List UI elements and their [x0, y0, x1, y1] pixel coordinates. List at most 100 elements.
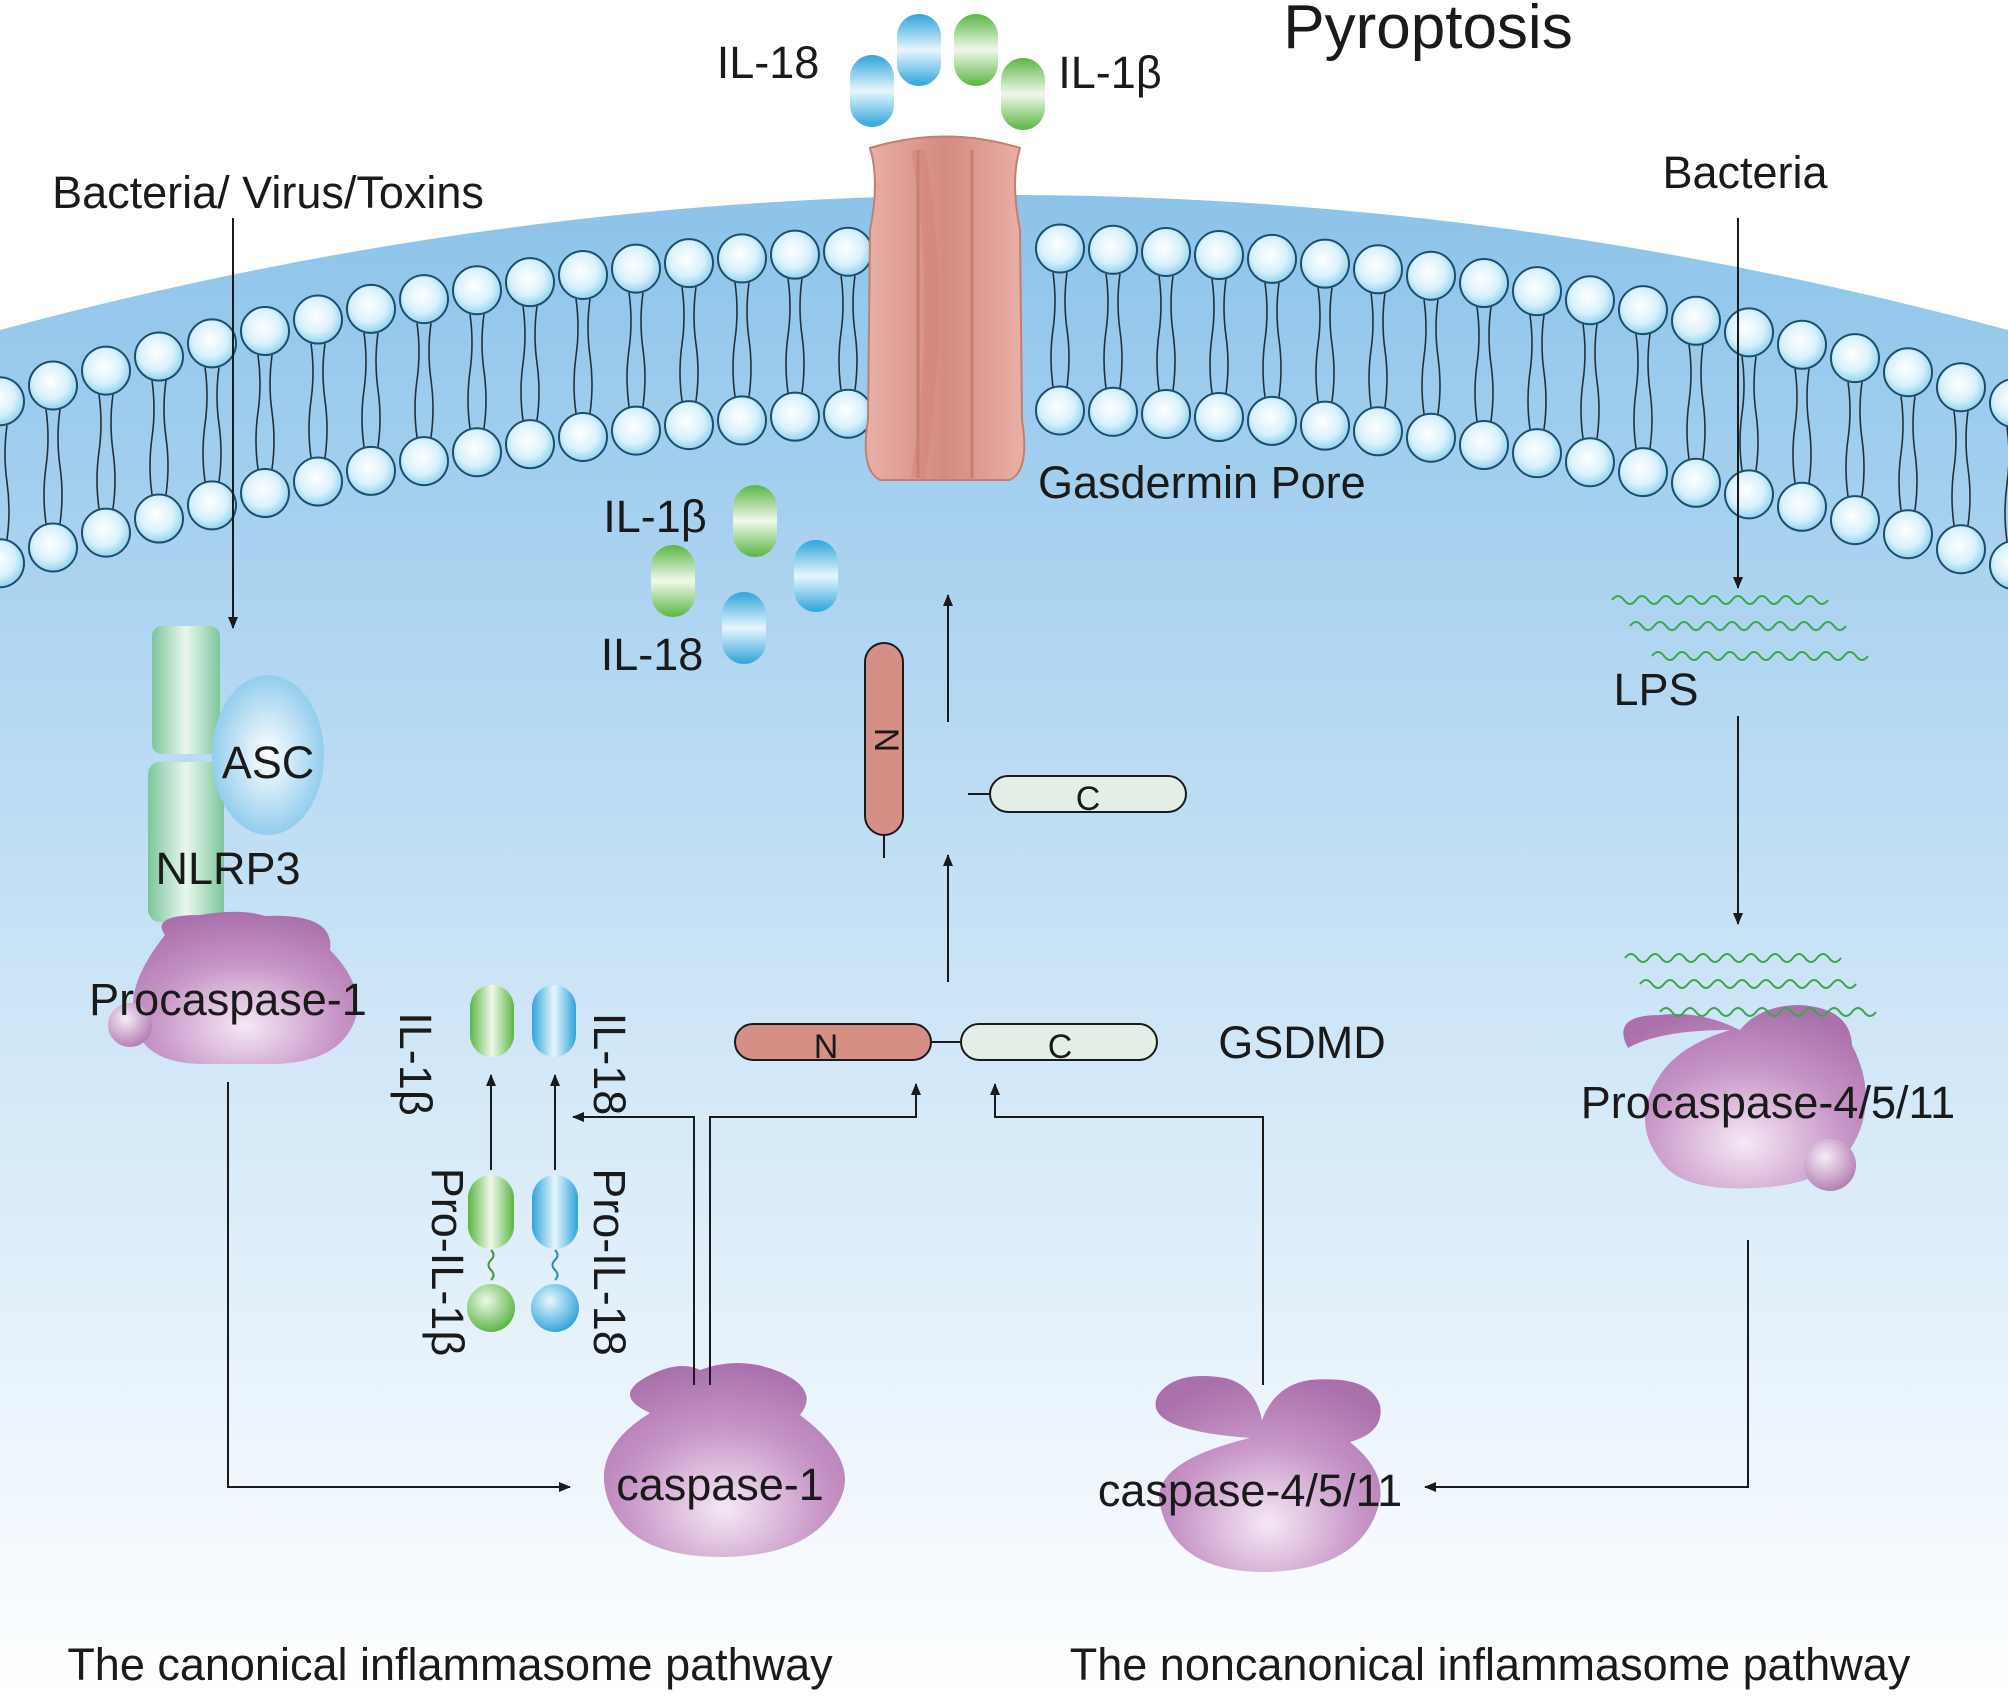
lipid-head — [0, 538, 25, 589]
mature-il18-capsule — [532, 985, 576, 1057]
lipid-head — [1300, 238, 1350, 289]
lipid-head — [346, 445, 396, 496]
mature-il1b-label: IL-1β — [390, 1012, 441, 1115]
lipid-tail — [573, 298, 579, 414]
lipid-head — [399, 274, 449, 325]
gasdermin-pore-label: Gasdermin Pore — [1038, 457, 1366, 508]
lps-label: LPS — [1613, 664, 1698, 715]
pro-il18-bead — [531, 1284, 579, 1332]
gsdmd-c-domain — [960, 1023, 1158, 1061]
lipid-tail — [693, 286, 699, 402]
caspase-4511-protein — [1155, 1376, 1381, 1573]
lipid-tail — [1209, 278, 1215, 394]
lipid-tail — [746, 282, 752, 397]
lipid-head — [558, 411, 608, 462]
lipid-head — [1671, 295, 1721, 346]
lipid-head — [1088, 224, 1138, 275]
lipid-tail — [1156, 275, 1162, 391]
lipid-tail — [375, 332, 381, 448]
lipid-tail — [4, 425, 10, 540]
lipid-tail — [534, 306, 540, 421]
lipid-head — [717, 395, 767, 446]
lipid-head — [28, 360, 78, 411]
gsdmd-label: GSDMD — [1218, 1017, 1386, 1068]
lipid-head — [1936, 524, 1986, 575]
lipid-head — [293, 456, 343, 507]
lipid-head — [240, 306, 290, 357]
lipid-tail — [96, 394, 102, 509]
lipid-tail — [1647, 333, 1653, 449]
lipid-tail — [1329, 287, 1335, 402]
lipid-tail — [163, 380, 169, 495]
lipid-tail — [852, 275, 858, 390]
lipid-tail — [414, 323, 420, 438]
il18-capsule-extracellular — [850, 55, 894, 127]
lipid-tail — [1170, 275, 1176, 391]
lipid-tail — [732, 282, 738, 397]
lipid-head — [1353, 406, 1403, 457]
lipid-head — [346, 283, 396, 334]
lipid-tail — [520, 306, 526, 421]
il1b-intracellular-label: IL-1β — [603, 491, 706, 542]
lps-wave — [1629, 621, 1847, 631]
lipid-head — [1141, 226, 1191, 277]
il18-capsule — [794, 540, 838, 612]
lipid-tail — [1912, 396, 1918, 511]
pro-il1b-linker — [487, 1249, 495, 1281]
lps-wave — [1611, 595, 1829, 605]
lipid-tail — [1276, 282, 1282, 398]
procaspase-4511-protein — [1623, 1005, 1866, 1189]
lipid-head — [664, 238, 714, 289]
lps-molecules — [1611, 595, 1877, 1017]
lipid-head — [505, 419, 555, 470]
lipid-head — [1194, 392, 1244, 443]
lipid-head — [293, 294, 343, 345]
lipid-head — [1247, 233, 1297, 284]
il18-capsule — [722, 592, 766, 664]
arrow-procaspase4511-to-caspase4511 — [1424, 1240, 1749, 1492]
procaspase-1-label: Procaspase-1 — [89, 974, 367, 1025]
lipid-head — [611, 243, 661, 294]
lipid-tail — [1700, 344, 1706, 459]
lipid-tail — [1103, 273, 1109, 388]
canonical-pathway-label: The canonical inflammasome pathway — [67, 1639, 833, 1690]
diagram-title: Pyroptosis — [1283, 0, 1572, 62]
lipid-tail — [1806, 368, 1812, 483]
lipid-tail — [1792, 368, 1798, 483]
lipid-head — [505, 257, 555, 308]
il1b-capsule — [733, 485, 777, 557]
lipid-tail — [1898, 396, 1904, 511]
noncanonical-pathway-label: The noncanonical inflammasome pathway — [1070, 1639, 1911, 1690]
lipid-tail — [1435, 299, 1441, 414]
lipid-head — [1565, 437, 1615, 488]
nlrp3-label: NLRP3 — [155, 843, 300, 894]
nlrp3-upper — [152, 626, 220, 754]
arrow-caspase1-to-il-maturation — [572, 1112, 695, 1385]
lipid-head — [1777, 319, 1827, 370]
lipid-tail — [838, 275, 844, 390]
lipid-tail — [57, 409, 63, 524]
lipid-head — [399, 436, 449, 487]
lipid-head — [134, 493, 184, 544]
lipid-head — [1512, 266, 1562, 317]
lipid-tail — [1315, 287, 1321, 402]
lipid-head — [1830, 333, 1880, 384]
lipid-head — [664, 400, 714, 451]
lipid-tail — [255, 354, 261, 470]
nlrp3-lower — [148, 762, 224, 922]
lipid-tail — [467, 314, 473, 429]
lipid-head — [0, 376, 25, 427]
lps-wave — [1639, 979, 1857, 989]
lipid-head — [1724, 469, 1774, 520]
lipid-tail — [1951, 411, 1957, 526]
lipid-tail — [110, 394, 116, 509]
lipid-tail — [1527, 315, 1533, 430]
pro-il18-capsule — [532, 1175, 578, 1249]
lps-wave — [1624, 953, 1842, 963]
lipid-head — [1194, 230, 1244, 281]
lipid-head — [81, 345, 131, 396]
lipid-tail — [1686, 344, 1692, 459]
lipid-head — [1989, 540, 2008, 590]
